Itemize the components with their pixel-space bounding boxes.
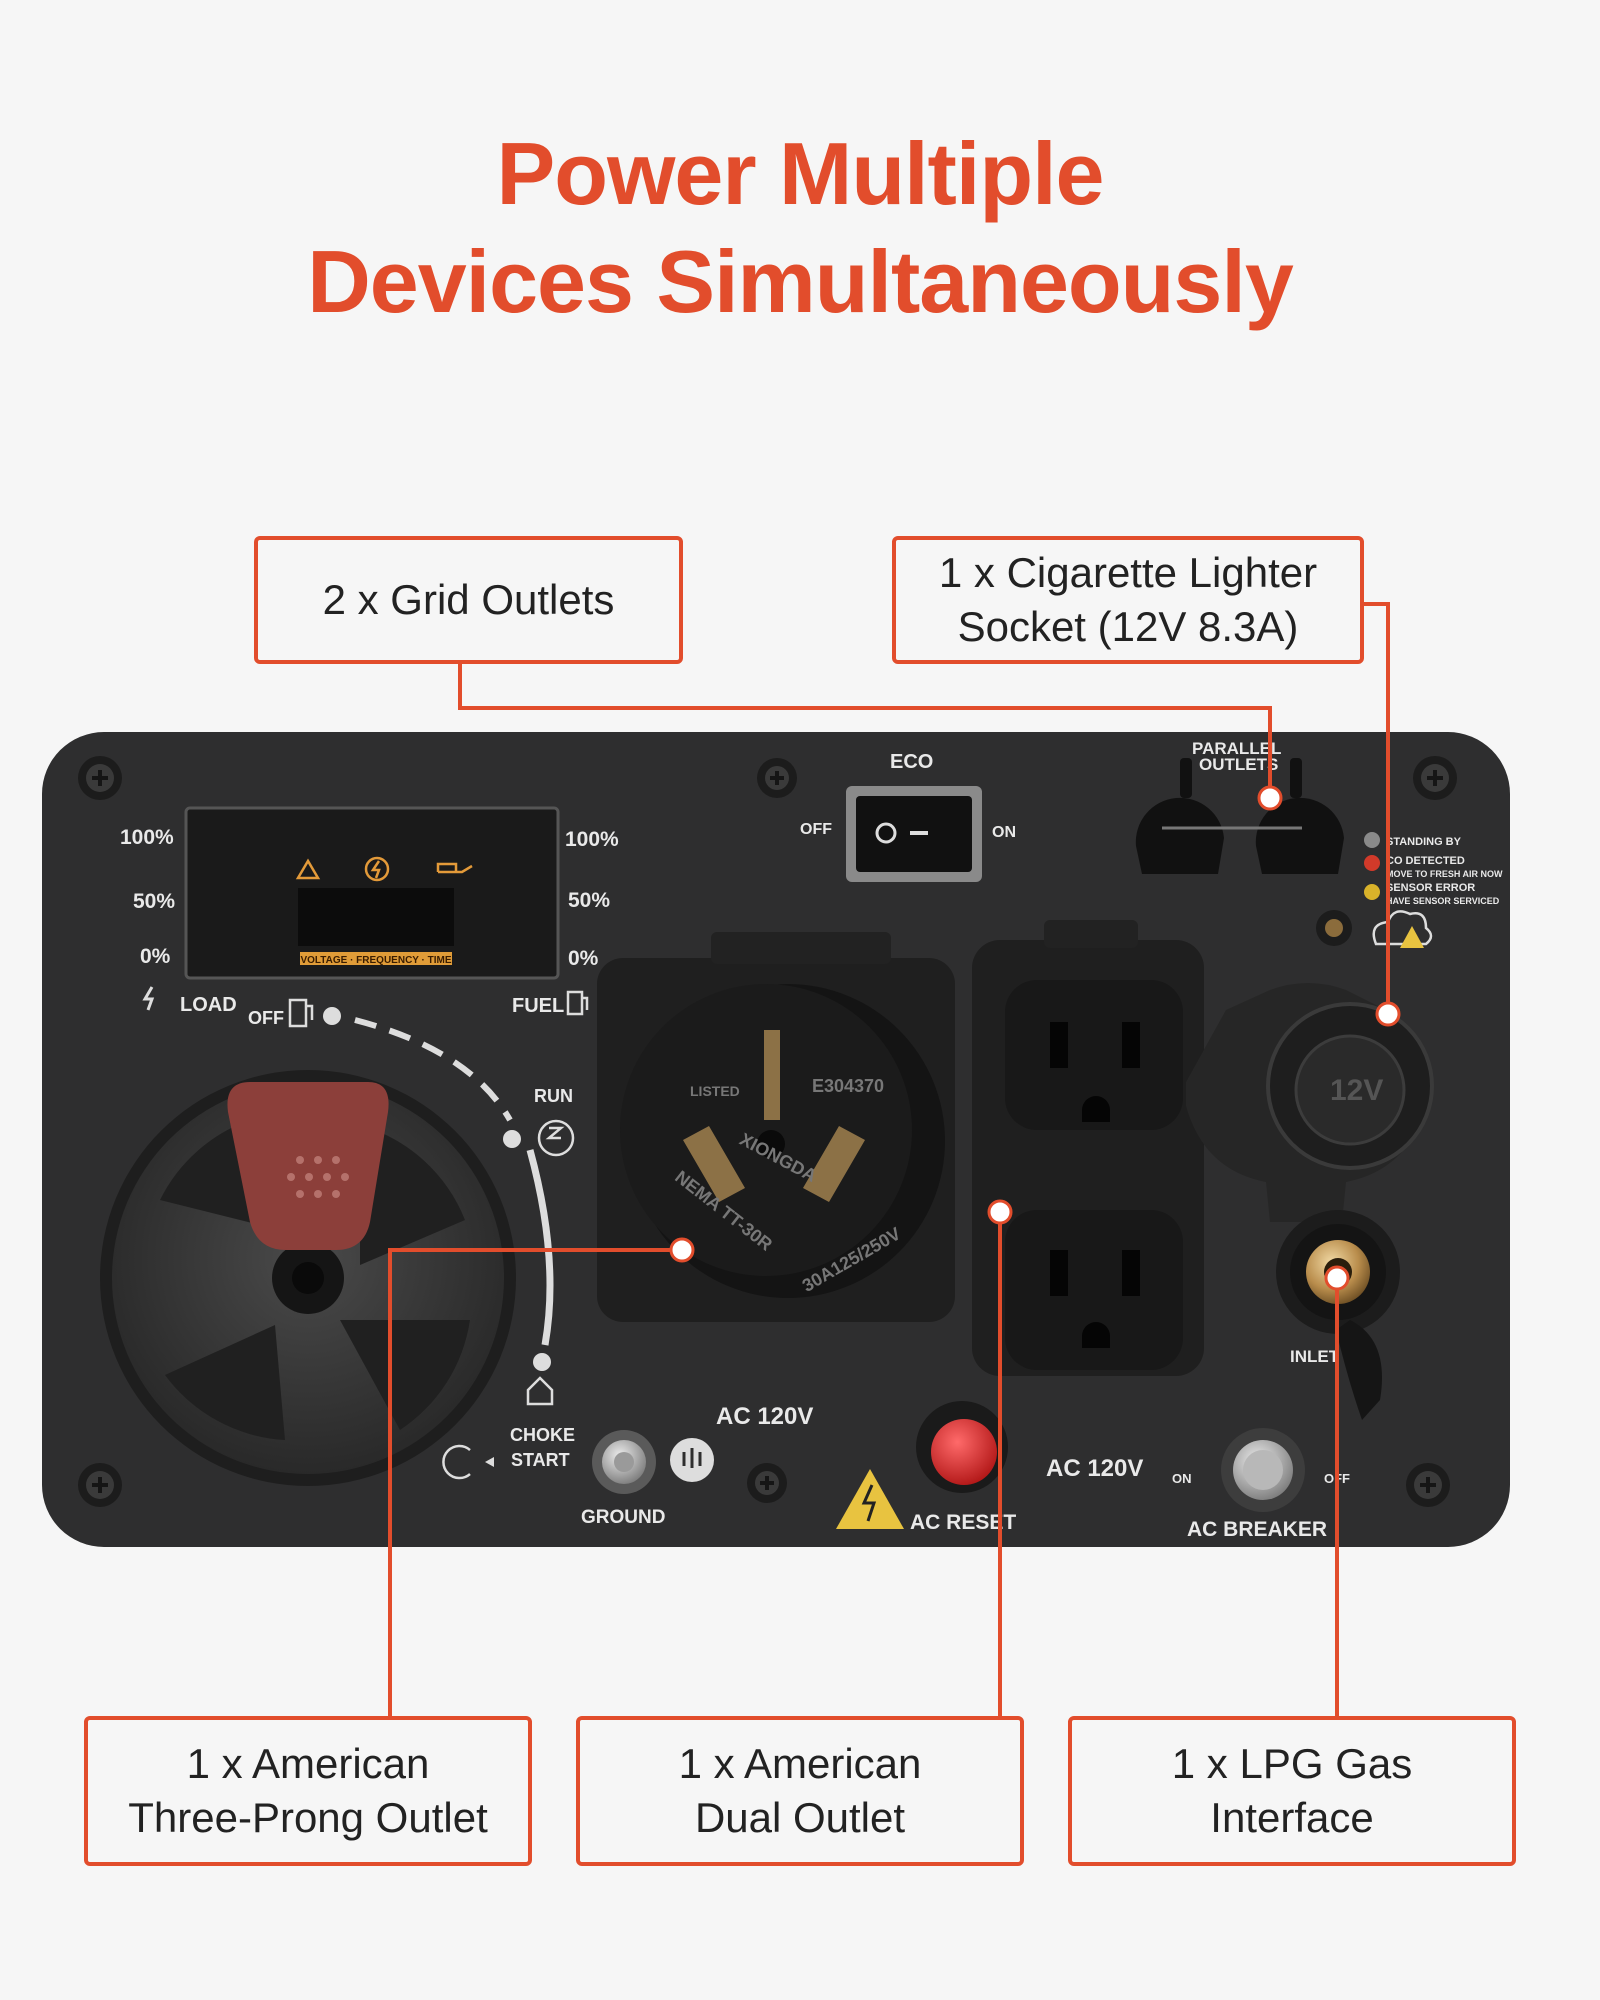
socket-12v-label: 12V — [1330, 1074, 1383, 1107]
load-50-label: 50% — [133, 890, 175, 913]
lightning-icon — [142, 986, 155, 1011]
start-arrow-icon — [442, 1444, 494, 1480]
screw-icon — [1413, 756, 1457, 800]
indicator-sensor-error: SENSOR ERROR — [1386, 882, 1475, 894]
marker-dot — [1324, 1265, 1350, 1291]
oil-can-icon — [436, 862, 473, 874]
indicator-serviced: HAVE SENSOR SERVICED — [1386, 896, 1500, 906]
marker-dot — [987, 1199, 1013, 1225]
recoil-starter-knob[interactable] — [100, 1070, 516, 1486]
choke-icon — [526, 1376, 554, 1406]
plug-cert-text: E304370 — [812, 1076, 884, 1096]
callout-grid-outlets: 2 x Grid Outlets — [254, 536, 683, 664]
ac-120v-left-label: AC 120V — [716, 1403, 813, 1430]
fuel-label: FUEL — [512, 995, 564, 1017]
callout-lighter-line-1: 1 x Cigarette Lighter — [938, 549, 1318, 596]
inlet-label: INLET — [1290, 1347, 1340, 1366]
ground-label: GROUND — [581, 1507, 665, 1528]
plug-listed-text: LISTED — [690, 1083, 740, 1099]
co-warning-icon — [1372, 910, 1433, 948]
eco-on-label: ON — [992, 824, 1016, 841]
screw-icon — [78, 1463, 122, 1507]
ground-terminal[interactable] — [592, 1430, 656, 1494]
callout-lighter-line-2: Socket (12V 8.3A) — [957, 603, 1299, 650]
dual-outlet[interactable] — [972, 920, 1204, 1376]
callout-three-prong-line-2: Three-Prong Outlet — [128, 1794, 488, 1841]
callout-dual-line-2: Dual Outlet — [694, 1794, 906, 1841]
callout-lpg-interface: 1 x LPG Gas Interface — [1068, 1716, 1516, 1866]
ac-breaker-label: AC BREAKER — [1187, 1518, 1327, 1541]
headline-line-1: Power Multiple — [496, 124, 1105, 223]
callout-dual-outlet: 1 x American Dual Outlet — [576, 1716, 1024, 1866]
screw-icon — [747, 1463, 787, 1503]
indicator-led-housing — [1316, 910, 1352, 946]
fuel-0-label: 0% — [568, 947, 599, 970]
marker-dot — [669, 1237, 695, 1263]
co-led — [1364, 855, 1380, 871]
start-label: START — [511, 1450, 570, 1470]
parallel-label: PARALLEL — [1192, 739, 1281, 758]
marker-dot — [1257, 785, 1283, 811]
callout-grid-outlets-text: 2 x Grid Outlets — [322, 576, 615, 623]
indicator-move-air: MOVE TO FRESH AIR NOW — [1386, 869, 1503, 879]
ac-reset-label: AC RESET — [910, 1511, 1016, 1534]
ac-120v-right-label: AC 120V — [1046, 1455, 1143, 1482]
leader-lighter — [1364, 602, 1390, 1014]
eco-label: ECO — [890, 751, 933, 773]
parallel-outlet-caps[interactable] — [1135, 758, 1344, 874]
callout-lpg-line-1: 1 x LPG Gas — [1171, 1740, 1413, 1787]
warning-icon — [295, 858, 321, 880]
three-prong-outlet[interactable]: E304370 LISTED XIONGDA NEMA TT-30R 30A12… — [597, 932, 955, 1322]
eco-switch[interactable] — [846, 786, 982, 882]
callout-cigarette-lighter: 1 x Cigarette Lighter Socket (12V 8.3A) — [892, 536, 1364, 664]
fuel-50-label: 50% — [568, 889, 610, 912]
display-caption: VOLTAGE · FREQUENCY · TIME — [300, 955, 451, 966]
eco-off-label: OFF — [800, 821, 832, 838]
breaker-on-label: ON — [1172, 1471, 1192, 1486]
screw-icon — [757, 758, 797, 798]
screw-icon — [1406, 1463, 1450, 1507]
headline-line-2: Devices Simultaneously — [307, 232, 1294, 331]
sensor-error-led — [1364, 884, 1380, 900]
ground-icon — [670, 1438, 714, 1482]
standby-led — [1364, 832, 1380, 848]
callout-three-prong-line-1: 1 x American — [186, 1740, 430, 1787]
callout-dual-line-1: 1 x American — [678, 1740, 922, 1787]
ac-breaker-button[interactable] — [1221, 1428, 1305, 1512]
high-voltage-warning-icon — [836, 1469, 904, 1529]
fuel-pump-icon — [566, 990, 589, 1016]
indicator-standing-by: STANDING BY — [1386, 836, 1462, 848]
indicator-co-detected: CO DETECTED — [1386, 855, 1465, 867]
load-label: LOAD — [180, 994, 237, 1016]
ac-reset-button[interactable] — [916, 1401, 1008, 1493]
fuel-pump-icon — [288, 998, 314, 1028]
screw-icon — [78, 756, 122, 800]
headline: Power Multiple Devices Simultaneously — [0, 120, 1600, 336]
load-0-label: 0% — [140, 945, 171, 968]
callout-three-prong-outlet: 1 x American Three-Prong Outlet — [84, 1716, 532, 1866]
load-100-label: 100% — [120, 826, 174, 849]
leader-three-prong — [388, 1248, 682, 1716]
lightning-icon — [364, 856, 390, 882]
leader-grid-outlets — [458, 660, 1272, 798]
cigarette-lighter-socket[interactable]: 12V — [1186, 983, 1434, 1222]
off-label: OFF — [248, 1008, 284, 1028]
outlets-label: OUTLETS — [1199, 755, 1278, 774]
engine-run-icon — [537, 1119, 575, 1157]
marker-dot — [1375, 1001, 1401, 1027]
choke-label: CHOKE — [510, 1425, 575, 1445]
fuel-100-label: 100% — [565, 828, 619, 851]
callout-lpg-line-2: Interface — [1210, 1794, 1374, 1841]
run-label: RUN — [534, 1086, 573, 1106]
